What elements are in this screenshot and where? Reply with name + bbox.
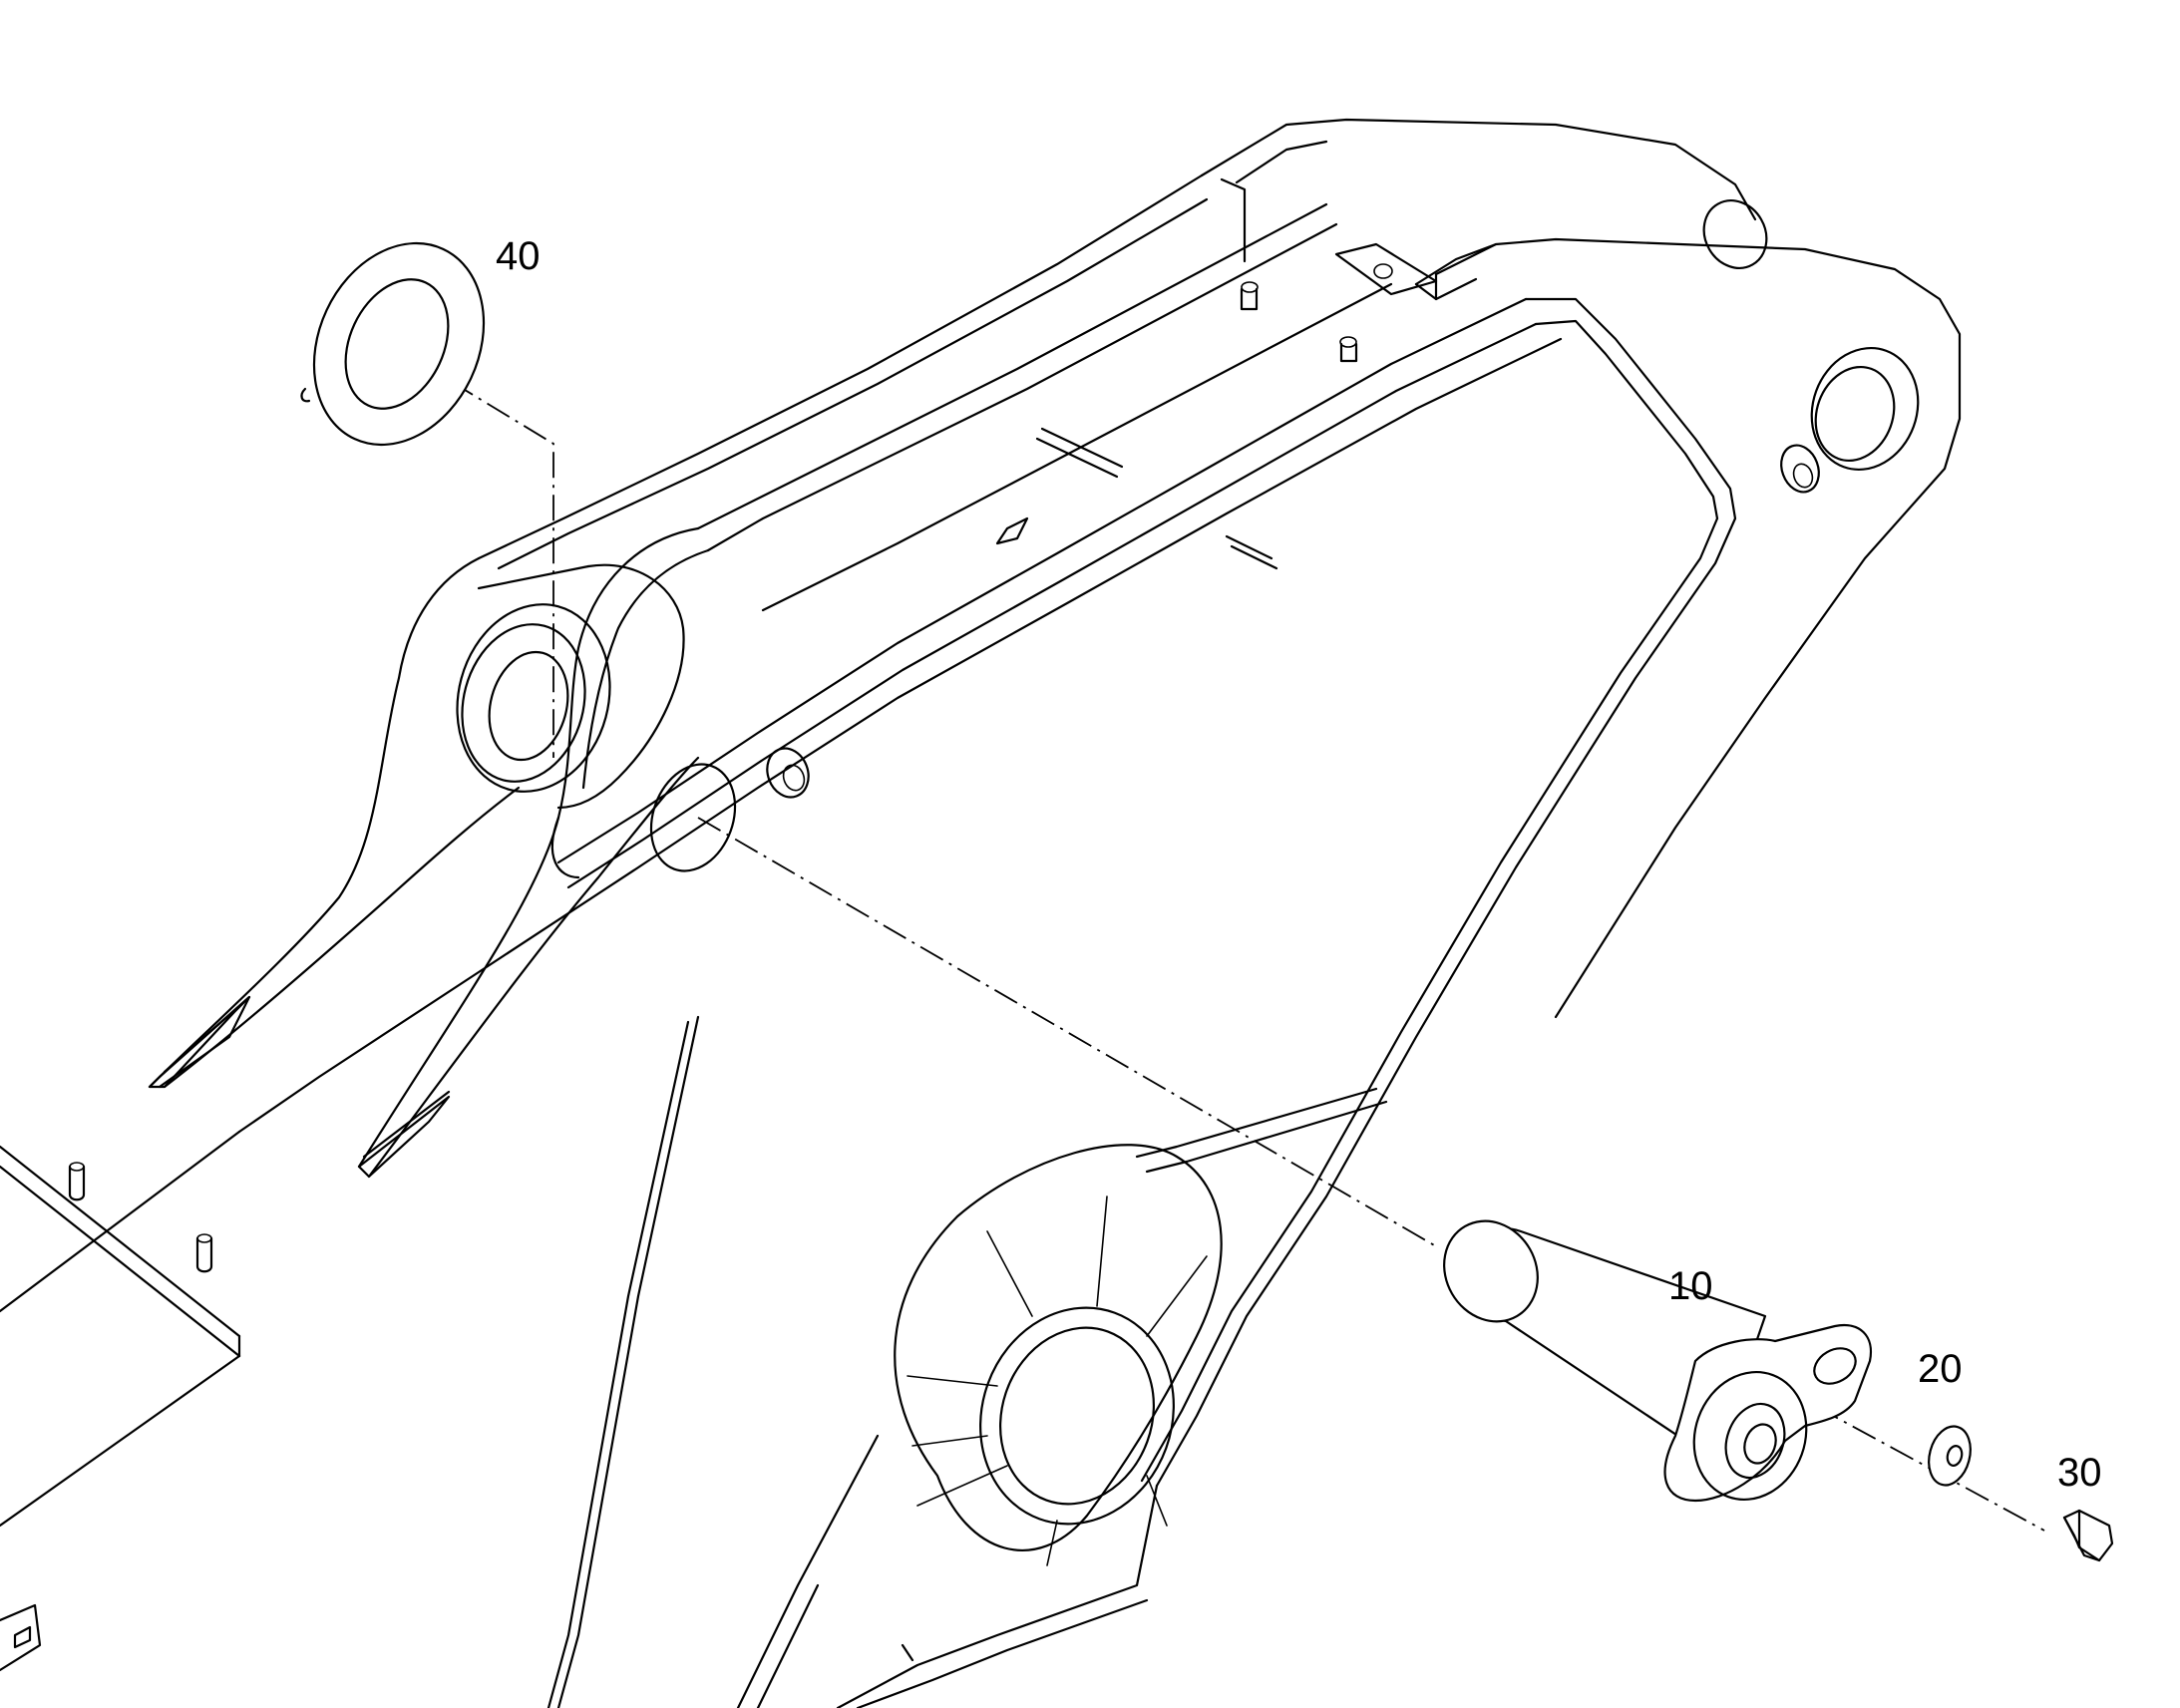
- grease-boss: [766, 747, 810, 799]
- callout-30: 30: [2057, 1451, 2102, 1495]
- callout-40: 40: [496, 234, 541, 278]
- part-20-washer: [1928, 1425, 1972, 1487]
- part-40-thrust-washer: [300, 241, 486, 447]
- dowel-pins: [68, 1162, 213, 1273]
- upper-pivot-hole: [1810, 346, 1920, 472]
- lightening-hole: [894, 1144, 1223, 1566]
- rear-mounting-lug: [148, 556, 685, 1089]
- callout-20: 20: [1918, 1347, 1963, 1391]
- part-10-pivot-pin: [1443, 1219, 1873, 1503]
- front-mounting-lug: [357, 526, 737, 1179]
- callout-10: 10: [1668, 1264, 1713, 1308]
- part-30-bolt: [2062, 1509, 2114, 1562]
